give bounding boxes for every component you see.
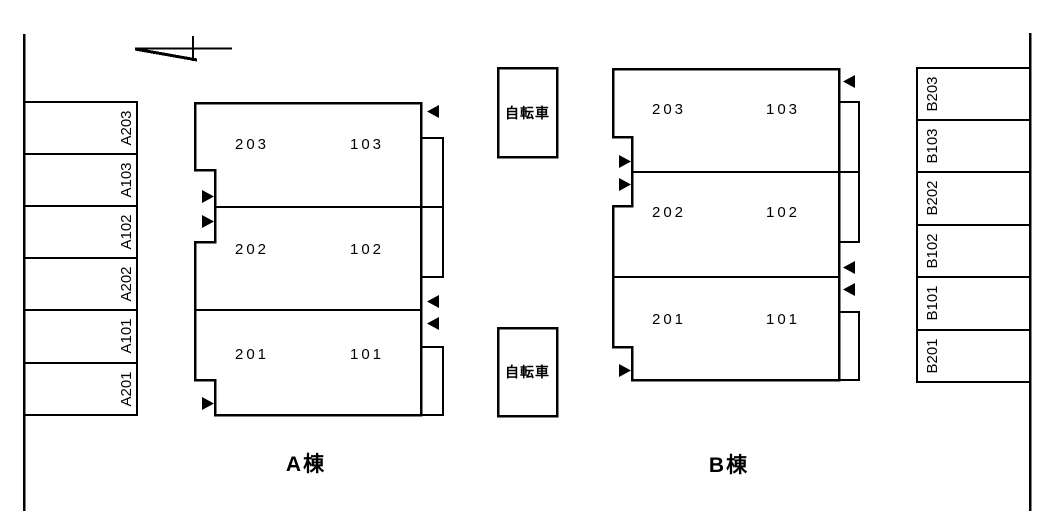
parking-space-label: A203 [118, 110, 135, 146]
bicycle-parking-box-top [496, 66, 559, 159]
entrance-arrow-right-icon [619, 178, 631, 191]
entrance-arrow-left-icon [427, 295, 439, 308]
parking-space-label: A101 [118, 318, 135, 354]
balcony [838, 311, 860, 381]
building-b-outline [611, 67, 860, 382]
parking-space-label: B101 [924, 285, 941, 321]
bicycle-parking-box-bottom [496, 326, 559, 418]
unit-number: 203 [234, 136, 270, 153]
entrance-arrow-left-icon [843, 283, 855, 296]
parking-space-label: A103 [118, 162, 135, 198]
entrance-arrow-left-icon [843, 75, 855, 88]
parking-space [23, 362, 138, 416]
unit-number: 101 [349, 346, 385, 363]
bicycle-parking-label: 自転車 [505, 104, 550, 121]
balcony [838, 101, 860, 173]
parking-column-right [916, 67, 1031, 383]
building-b-title: B棟 [708, 454, 750, 477]
parking-space-label: A202 [118, 266, 135, 302]
building-a-outline [193, 101, 444, 417]
unit-number: 201 [234, 346, 270, 363]
bicycle-parking-label: 自転車 [505, 364, 550, 380]
parking-space-label: A102 [118, 214, 135, 250]
unit-number: 202 [651, 204, 687, 221]
unit-number: 103 [349, 136, 385, 153]
entrance-arrow-right-icon [202, 190, 214, 203]
unit-number: 102 [349, 241, 385, 258]
entrance-arrow-left-icon [843, 261, 855, 274]
balcony [420, 346, 444, 416]
north-arrow-icon [134, 36, 232, 62]
unit-number: 101 [765, 311, 801, 328]
entrance-arrow-left-icon [427, 105, 439, 118]
parking-column-left [23, 101, 138, 416]
unit-number: 203 [651, 101, 687, 118]
parking-space-label: B203 [924, 76, 941, 112]
entrance-arrow-right-icon [202, 397, 214, 410]
parking-space-label: B102 [924, 233, 941, 269]
balcony [838, 171, 860, 243]
entrance-arrow-right-icon [619, 155, 631, 168]
parking-space-label: B103 [924, 128, 941, 164]
unit-number: 103 [765, 101, 801, 118]
parking-space [916, 329, 1031, 383]
building-a-title: A棟 [285, 453, 327, 476]
unit-number: 201 [651, 311, 687, 328]
entrance-arrow-right-icon [202, 215, 214, 228]
unit-number: 102 [765, 204, 801, 221]
parking-space-label: B201 [924, 338, 941, 374]
balcony [420, 137, 444, 208]
unit-number: 202 [234, 241, 270, 258]
entrance-arrow-right-icon [619, 364, 631, 377]
balcony [420, 206, 444, 278]
entrance-arrow-left-icon [427, 317, 439, 330]
parking-space-label: B202 [924, 180, 941, 216]
parking-space-label: A201 [118, 371, 135, 407]
